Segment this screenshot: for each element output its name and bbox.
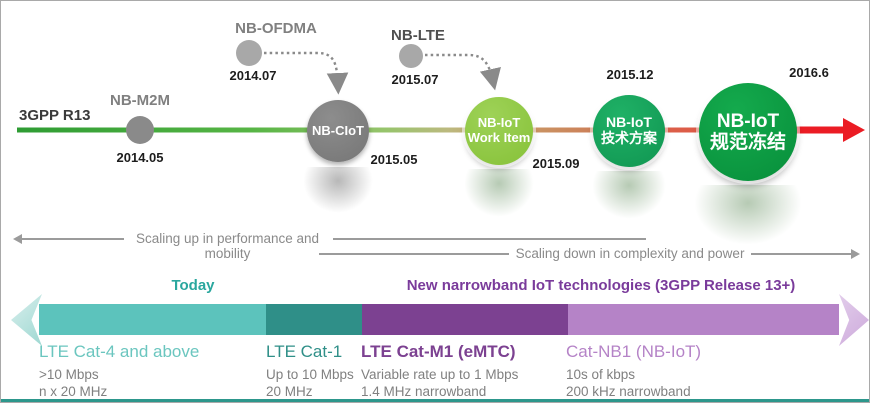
- node-nb-ofdma-label: NB-OFDMA: [235, 20, 317, 37]
- column-cat4: LTE Cat-4 and above >10 Mbps n x 20 MHz: [39, 342, 199, 400]
- work-item-line1: NB-IoT: [477, 115, 521, 131]
- ofdma-dotted-arrow: [264, 51, 349, 95]
- node-nb-ciot-label: NB-CIoT: [312, 122, 364, 138]
- band-segment-cat4: [39, 304, 266, 335]
- node-nb-m2m-label: NB-M2M: [110, 92, 170, 109]
- node-nb-iot-work-item: NB-IoT Work Item: [465, 97, 533, 165]
- node-nb-iot-tech: NB-IoT 技术方案: [593, 95, 665, 167]
- node-nb-iot-tech-label: NB-IoT 技术方案: [601, 114, 657, 146]
- node-nb-iot-work-item-date: 2015.09: [532, 156, 580, 171]
- scaling-up-arrowhead: [13, 234, 22, 244]
- cat4-title: LTE Cat-4 and above: [39, 342, 200, 361]
- tech-reflection: [592, 171, 666, 219]
- bottom-accent-line: [1, 399, 869, 402]
- freeze-reflection: [694, 185, 802, 245]
- node-nb-iot-freeze-label: NB-IoT 规范冻结: [710, 111, 786, 154]
- scaling-down-line-right: [751, 253, 851, 255]
- catnb1-title: Cat-NB1 (NB-IoT): [566, 342, 702, 361]
- band-segment-catnb1: [568, 304, 839, 335]
- column-cat1: LTE Cat-1 Up to 10 Mbps 20 MHz: [266, 342, 354, 400]
- lte-dotted-arrow: [425, 53, 501, 91]
- scaling-down-label: Scaling down in complexity and power: [515, 246, 745, 261]
- node-nb-ofdma-date: 2014.07: [229, 68, 277, 83]
- work-item-line2: Work Item: [467, 130, 531, 145]
- scaling-down-arrowhead: [851, 249, 860, 259]
- node-nb-ciot-date: 2015.05: [370, 152, 418, 167]
- scaling-up-label: Scaling up in performance and mobility: [135, 231, 320, 261]
- catm1-title: LTE Cat-M1 (eMTC): [361, 342, 516, 361]
- tech-line1: NB-IoT: [606, 114, 652, 131]
- catnb1-line1: 10s of kbps: [566, 367, 636, 382]
- node-nb-iot-work-item-label: NB-IoT Work Item: [468, 116, 531, 145]
- today-label: Today: [171, 277, 215, 294]
- catnb1-line2: 200 kHz narrowband: [566, 384, 691, 399]
- column-catnb1: Cat-NB1 (NB-IoT) 10s of kbps 200 kHz nar…: [566, 342, 701, 400]
- catm1-line1: Variable rate up to 1 Mbps: [361, 367, 519, 382]
- catm1-line2: 1.4 MHz narrowband: [361, 384, 487, 399]
- work-item-reflection: [464, 169, 534, 217]
- band-segment-cat1: [266, 304, 362, 335]
- scaling-up-line-left: [21, 238, 124, 240]
- scaling-down-line-left: [319, 253, 509, 255]
- cat4-line1: >10 Mbps: [39, 367, 99, 382]
- era-label: 3GPP R13: [19, 107, 91, 124]
- tech-line2: 技术方案: [601, 130, 657, 146]
- node-nb-m2m: [126, 116, 154, 144]
- node-nb-lte-label: NB-LTE: [391, 27, 445, 44]
- band-left-chevron: [11, 294, 42, 346]
- node-nb-lte: [399, 44, 423, 68]
- ciot-reflection: [303, 167, 373, 213]
- node-nb-ciot: NB-CIoT: [307, 100, 369, 162]
- cat1-line1: Up to 10 Mbps: [266, 367, 354, 382]
- cat4-line2: n x 20 MHz: [39, 384, 108, 399]
- node-nb-ofdma: [236, 40, 262, 66]
- timeline-arrowhead: [843, 118, 865, 142]
- cat1-title: LTE Cat-1: [266, 342, 343, 361]
- band-segment-catm1: [362, 304, 568, 335]
- new-narrowband-label: New narrowband IoT technologies (3GPP Re…: [406, 277, 796, 294]
- node-nb-iot-tech-date: 2015.12: [606, 67, 654, 82]
- scaling-up-line-right: [333, 238, 646, 240]
- node-nb-lte-date: 2015.07: [391, 72, 439, 87]
- node-nb-iot-freeze-date: 2016.6: [789, 65, 829, 80]
- column-catm1: LTE Cat-M1 (eMTC) Variable rate up to 1 …: [361, 342, 518, 400]
- node-nb-iot-freeze: NB-IoT 规范冻结: [699, 83, 797, 181]
- band-right-chevron: [839, 294, 869, 346]
- freeze-line2: 规范冻结: [709, 132, 786, 153]
- freeze-line1: NB-IoT: [716, 110, 780, 132]
- cat1-line2: 20 MHz: [266, 384, 313, 399]
- node-nb-m2m-date: 2014.05: [116, 150, 164, 165]
